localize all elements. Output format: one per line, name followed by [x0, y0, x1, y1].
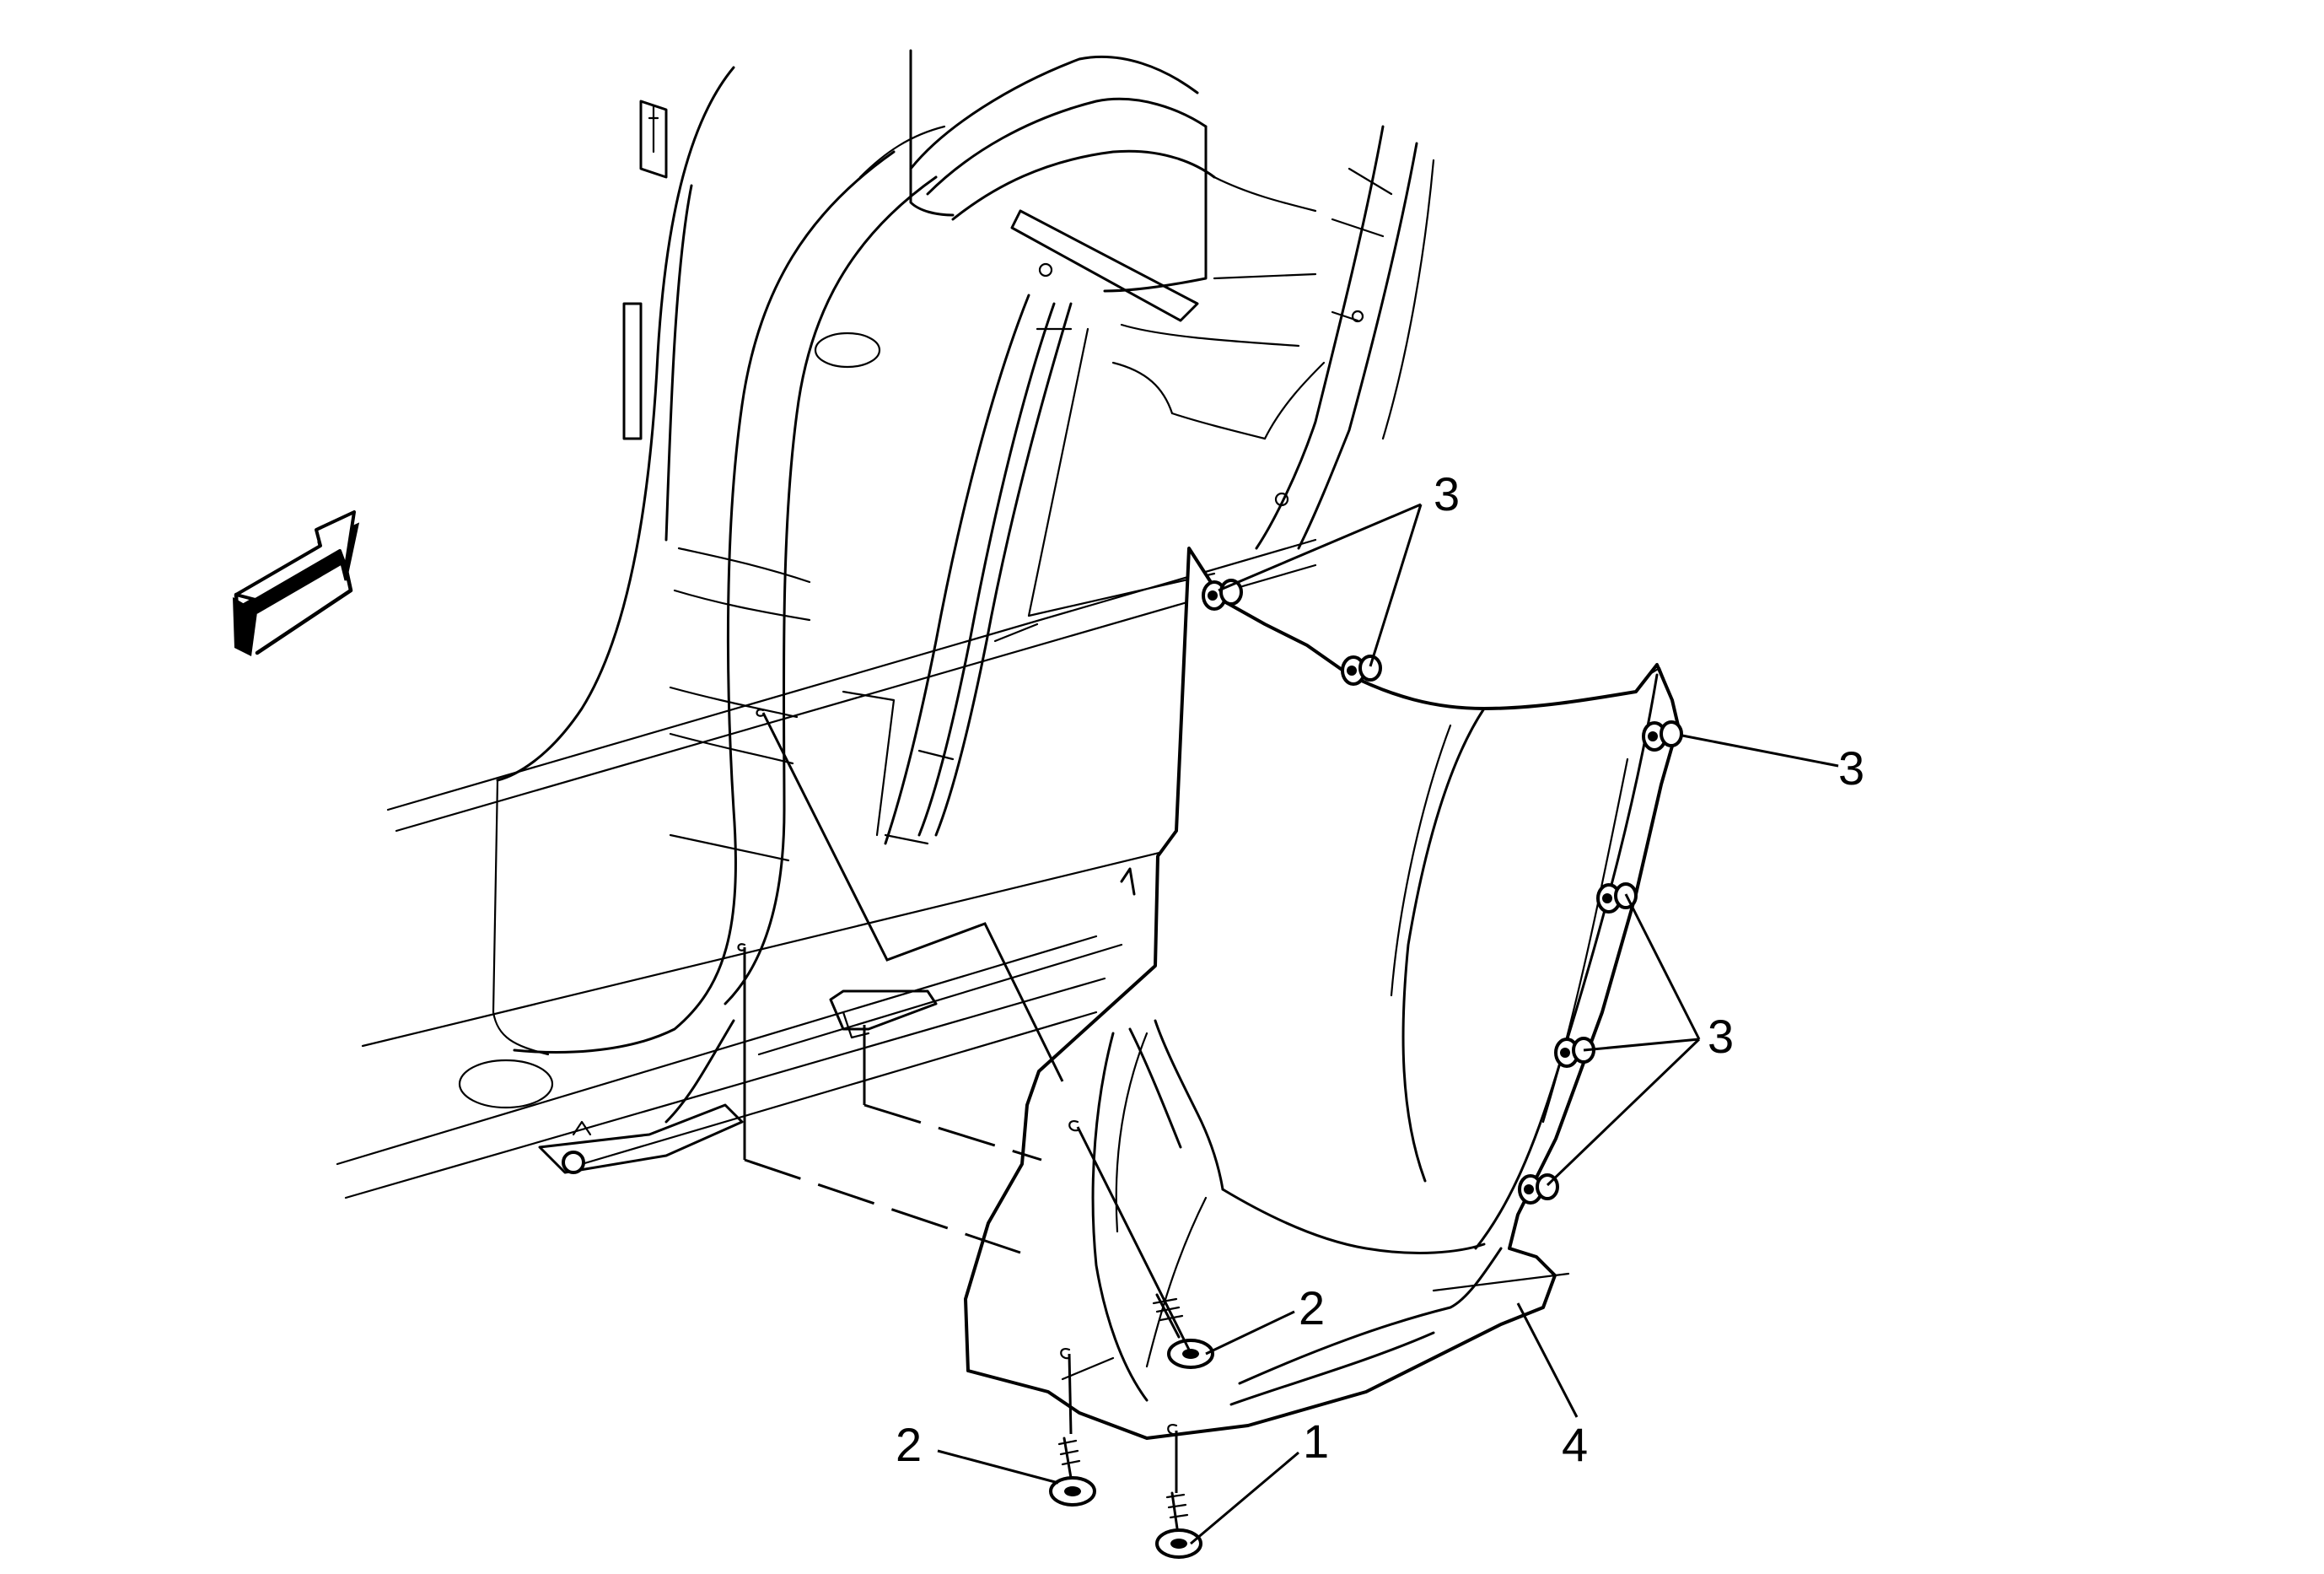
clip-right-1: [1596, 882, 1638, 914]
callout-3-right-lower: 3: [1708, 1010, 1734, 1063]
clip-upper-left: [1202, 579, 1243, 611]
installation-lines: [743, 712, 1191, 1493]
callout-labels: 3 3 3 2 2 1 4: [896, 467, 1864, 1471]
callout-3-top: 3: [1434, 467, 1460, 520]
vehicle-body-structure: [336, 49, 1435, 1199]
forward-arrow-icon: [233, 510, 360, 656]
clip-upper-right: [1642, 720, 1683, 752]
callout-3-right-upper: 3: [1838, 741, 1864, 795]
clip-right-2: [1554, 1037, 1595, 1068]
callout-1: 1: [1303, 1415, 1329, 1468]
fasteners: [737, 709, 1214, 1559]
callout-leaders: [937, 503, 1839, 1545]
screw-lower-2: [1049, 1437, 1096, 1507]
callout-2-lower: 2: [896, 1418, 922, 1471]
callout-4: 4: [1562, 1418, 1588, 1471]
lower-pillar-trim-panel: [964, 547, 1680, 1440]
screw-1: [1155, 1491, 1202, 1559]
callout-2-upper: 2: [1299, 1281, 1325, 1334]
screw-upper-2: [1152, 1293, 1214, 1369]
clip-upper-mid: [1341, 655, 1382, 686]
